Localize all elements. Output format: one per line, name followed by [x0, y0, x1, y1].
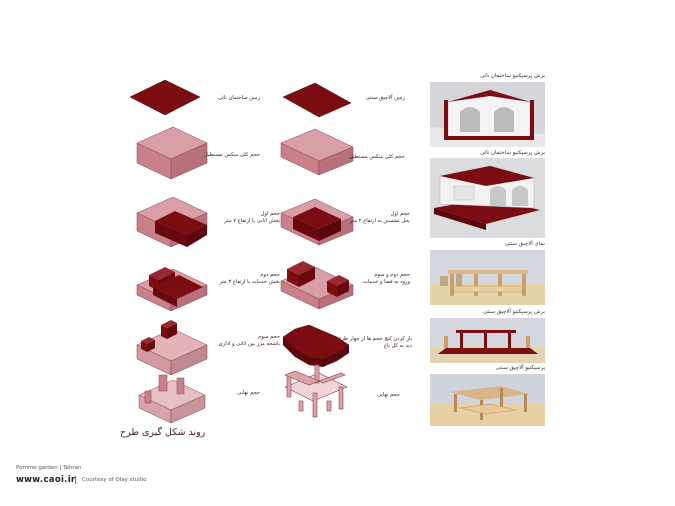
- right-title-2: برش پرسپکتیو ساختمان نائی: [480, 150, 545, 156]
- left-label-6: حجم نهایی: [237, 390, 260, 396]
- left-diagram-column: [129, 79, 208, 424]
- right-title-1: برش پرسپکتیو ساختمان نائی: [480, 73, 545, 79]
- pavilion-site-plane: [282, 82, 352, 118]
- middle-label-1: زمین آلاچیق سنتی: [365, 95, 405, 101]
- middle-label-3: حجم اول بحل نشستن به ارتفاع ۲ متر: [349, 211, 410, 224]
- building-overall-mass: [136, 126, 208, 180]
- pavilion-perspective-render: [430, 374, 545, 426]
- middle-diagram-column: [280, 82, 354, 418]
- middle-label-4: حجم دوم و سوم ورود به فضا و خدمات: [363, 272, 410, 285]
- left-label-1: زمین ساختمان نائی: [218, 95, 260, 101]
- building-site-plane: [129, 79, 201, 116]
- building-first-volume: [136, 196, 208, 248]
- diagram-caption: روند شکل گیری طرح: [120, 427, 206, 438]
- section-perspective-building-2: [430, 158, 545, 238]
- right-title-3: نمای آلاچیق سنتی: [504, 241, 545, 247]
- left-label-3: حجم اول بخش اثانی با ارتفاع ۷ متر: [224, 211, 280, 224]
- footer-website-link[interactable]: www.caoi.ir: [16, 475, 76, 485]
- pavilion-section-perspective: [430, 318, 545, 363]
- pavilion-first-volume: [280, 198, 354, 246]
- footer-project-name: Pomme garden | Tehran: [16, 465, 82, 471]
- middle-label-2: حجم کلی منکس مستطیل: [348, 154, 405, 160]
- right-title-5: پرسپکتیو آلاچیق سنتی: [495, 365, 545, 371]
- middle-label-5: باز کردن کنج حجم ها از چهار طرف دید به ک…: [335, 336, 412, 349]
- pavilion-second-third-volume: [280, 261, 354, 310]
- section-perspective-building-1: [430, 82, 545, 147]
- building-third-volume: [136, 320, 208, 376]
- pavilion-elevation-render: [430, 250, 545, 305]
- left-label-4: حجم دوم بخش خدمات با ارتفاع ۳ متر: [219, 272, 280, 285]
- footer-credit: Courtesy of Olay studio: [82, 477, 147, 483]
- footer-separator: |: [74, 475, 77, 484]
- pavilion-opened-corners: [282, 324, 350, 367]
- building-final-volume: [138, 374, 206, 424]
- left-label-5: حجم سوم باشجه مرز بین اثانی و اداری: [218, 334, 280, 347]
- left-label-2: حجم کلی منکس مستطیل: [203, 152, 260, 158]
- building-second-volume: [136, 267, 208, 312]
- pavilion-final-frame: [284, 364, 348, 418]
- middle-label-6: حجم نهایی: [377, 392, 400, 398]
- pavilion-overall-mass: [280, 128, 354, 176]
- right-title-4: برش پرسپکتیو آلاچیق سنتی: [482, 309, 545, 315]
